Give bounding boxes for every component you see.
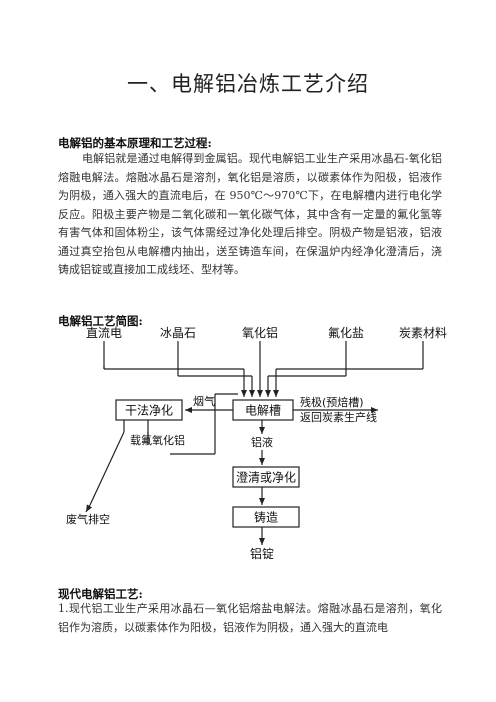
label-waste-gas: 废气排空 xyxy=(66,512,110,526)
paragraph-principle: 电解铝就是通过电解得到金属铝。现代电解铝工业生产采用冰晶石-氧化铝熔融电解法。熔… xyxy=(58,152,442,276)
section-heading-modern: 现代电解铝工艺: xyxy=(58,587,143,601)
box-dry-purification: 干法净化 xyxy=(125,404,173,418)
box-clarify-purify: 澄清或净化 xyxy=(236,470,296,485)
input-carbon-material: 炭素材料 xyxy=(399,326,447,340)
label-loaded-alumina: 载氟氧化铝 xyxy=(130,433,185,447)
page-title: 一、电解铝冶炼工艺介绍 xyxy=(127,72,369,96)
paragraph-modern: 1.现代铝工业生产采用冰晶石—氧化铝熔盐电解法。熔融冰晶石是溶剂，氧化铝作为溶质… xyxy=(58,602,442,634)
input-alumina: 氧化铝 xyxy=(242,325,278,340)
input-fluoride: 氟化盐 xyxy=(328,326,364,340)
label-return-carbon-line: 返回炭素生产线 xyxy=(300,410,377,424)
section-heading-diagram: 电解铝工艺简图: xyxy=(58,314,143,328)
label-liquid-aluminum: 铝液 xyxy=(251,435,273,449)
box-electrolytic-cell: 电解槽 xyxy=(245,404,281,418)
label-flue-gas: 烟气 xyxy=(193,394,215,408)
label-residual-anode: 残极(预焙槽) xyxy=(300,395,364,409)
input-cryolite: 冰晶石 xyxy=(160,326,196,340)
input-dc-power: 直流电 xyxy=(86,326,122,340)
box-casting: 铸造 xyxy=(254,510,278,525)
label-aluminum-ingot: 铝锭 xyxy=(250,546,274,561)
section-heading-principle: 电解铝的基本原理和工艺过程: xyxy=(58,136,212,150)
